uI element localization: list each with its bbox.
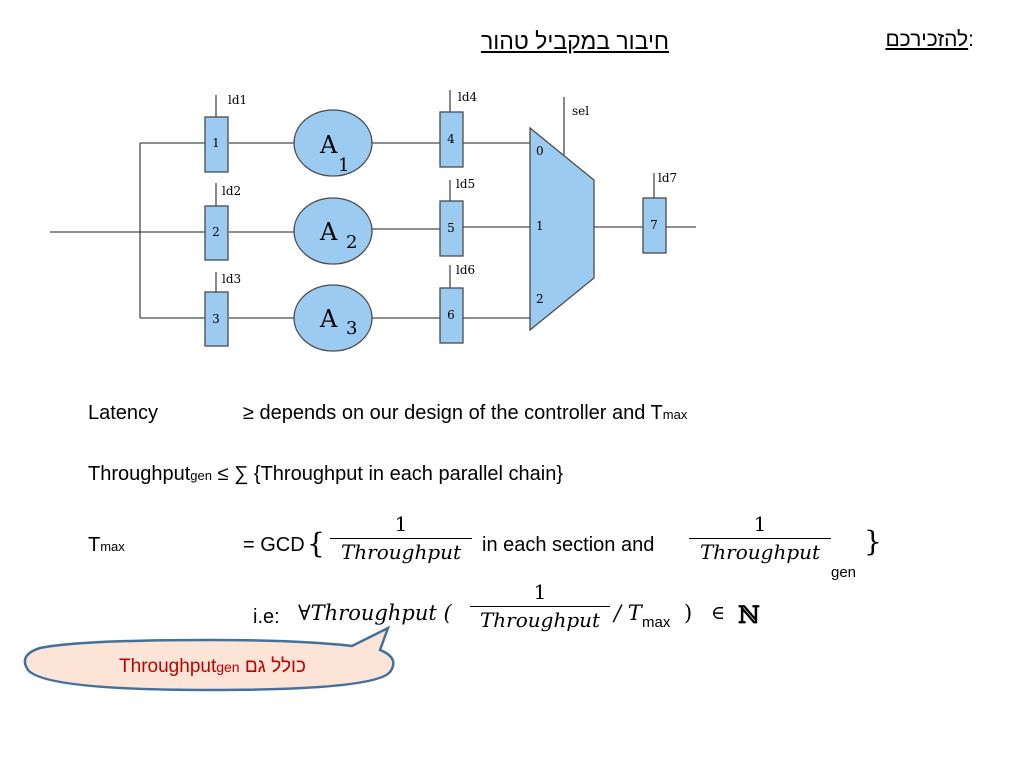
element-of: ∈ xyxy=(711,602,726,624)
close-paren: ) xyxy=(684,601,693,625)
unit-a2-letter: A xyxy=(319,218,338,246)
ld6-label: ld6 xyxy=(456,263,475,277)
throughput-sub: gen xyxy=(190,468,212,483)
latency-statement: ≥ depends on our design of the controlle… xyxy=(243,402,687,425)
ld5-label: ld5 xyxy=(456,177,475,191)
register-4-label: 4 xyxy=(447,132,455,146)
ld7-label: ld7 xyxy=(658,171,677,185)
fraction-2-num: 1 xyxy=(689,512,831,539)
max-sub: max xyxy=(642,614,671,631)
fraction-2: 1 Throughput xyxy=(689,512,831,564)
unit-a2 xyxy=(293,197,373,265)
ld4-label: ld4 xyxy=(458,90,478,104)
mux-select-label: sel xyxy=(572,104,589,118)
callout-shape xyxy=(23,625,395,692)
throughput-label: Throughput xyxy=(88,463,191,485)
unit-a3-letter: A xyxy=(319,305,338,333)
tmax-t: T xyxy=(88,534,101,556)
ie-label: i.e: xyxy=(253,606,280,628)
mux-input-2: 2 xyxy=(536,292,544,306)
fraction-3: 1 Throughput xyxy=(470,580,610,632)
unit-a1 xyxy=(293,109,373,177)
mux-input-0: 0 xyxy=(536,144,544,158)
register-6-label: 6 xyxy=(447,308,455,322)
throughput-text: ≤ ∑ {Throughput in each parallel chain} xyxy=(217,463,564,485)
forall-expression: ∀Throughput ( xyxy=(298,601,452,625)
ld2-label: ld2 xyxy=(222,184,241,198)
mid-text: in each section and xyxy=(482,534,655,556)
register-2 xyxy=(204,205,229,261)
register-5-label: 5 xyxy=(447,221,455,235)
tmax-label: Tmax xyxy=(88,534,125,557)
callout-sub: gen xyxy=(216,659,240,675)
gcd-prefix: = GCD xyxy=(243,534,305,556)
fraction-1-den: Throughput xyxy=(340,540,462,564)
close-brace: } xyxy=(864,525,882,558)
register-2-label: 2 xyxy=(212,225,220,239)
slide-title: חיבור במקביל טהור xyxy=(480,28,670,54)
callout-latin: Throughput xyxy=(119,656,217,677)
reminder-colon: : xyxy=(968,28,974,51)
parallel-circuit-diagram: 1 2 3 ld1 ld2 ld3 ld4 ld5 ld6 ld7 A 1 A … xyxy=(50,90,696,352)
register-1-label: 1 xyxy=(212,136,220,150)
naturals-symbol: ℕ xyxy=(738,600,760,629)
unit-a1-letter: A xyxy=(319,131,338,159)
register-3 xyxy=(204,291,229,347)
throughput-statement: Throughputgen ≤ ∑ {Throughput in each pa… xyxy=(88,463,563,486)
divide-t: / T xyxy=(614,601,642,625)
multiplexer xyxy=(529,126,595,332)
open-brace: { xyxy=(307,527,325,560)
register-7 xyxy=(642,197,667,254)
unit-a3-index: 3 xyxy=(346,318,357,339)
fraction-2-den: Throughput xyxy=(699,540,821,564)
register-1 xyxy=(204,116,229,173)
tmax-sub: max xyxy=(100,539,125,554)
register-6 xyxy=(439,287,464,344)
wires xyxy=(50,90,696,319)
callout-bubble xyxy=(23,625,395,692)
latency-sub: max xyxy=(662,407,688,422)
fraction-3-num: 1 xyxy=(470,580,610,607)
unit-a3 xyxy=(293,284,373,352)
unit-a2-index: 2 xyxy=(346,232,357,253)
register-7-label: 7 xyxy=(650,218,658,232)
latency-text: ≥ depends on our design of the controlle… xyxy=(243,402,663,424)
reminder-text: להזכירכם xyxy=(885,28,969,51)
register-5 xyxy=(439,200,464,257)
fraction-1: 1 Throughput xyxy=(330,512,472,564)
callout-text: Throughputgen כולל גם xyxy=(40,656,385,678)
ld3-label: ld3 xyxy=(222,272,241,286)
ld1-label: ld1 xyxy=(228,93,247,107)
fraction-1-num: 1 xyxy=(330,512,472,539)
unit-a1-index: 1 xyxy=(338,155,349,176)
callout-hebrew: כולל גם xyxy=(244,656,306,677)
fraction-3-den: Throughput xyxy=(479,608,601,632)
gen-sub: gen xyxy=(831,564,857,581)
register-4 xyxy=(439,111,464,168)
latency-label: Latency xyxy=(88,402,159,424)
mux-input-1: 1 xyxy=(536,219,544,233)
reminder-label: להזכירכם: xyxy=(846,28,974,52)
register-3-label: 3 xyxy=(212,312,220,326)
